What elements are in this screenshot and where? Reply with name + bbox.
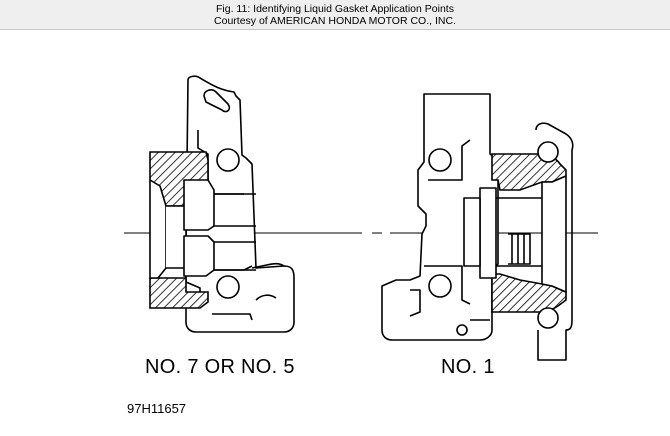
right-lower-bolt xyxy=(537,307,559,329)
left-lower-bore xyxy=(216,275,240,299)
right-view-label: NO. 1 xyxy=(441,356,495,378)
left-upper-bore xyxy=(216,148,240,172)
gasket-diagram: NO. 7 OR NO. 5 NO. 1 97H11657 xyxy=(0,30,670,436)
left-cap xyxy=(149,179,256,279)
figure-title: Fig. 11: Identifying Liquid Gasket Appli… xyxy=(216,3,454,15)
right-view xyxy=(381,93,574,361)
left-view-label: NO. 7 OR NO. 5 xyxy=(145,356,295,378)
right-housing xyxy=(381,93,499,341)
right-upper-bolt xyxy=(537,141,559,163)
right-oil-seal xyxy=(479,187,497,279)
figure-caption: Fig. 11: Identifying Liquid Gasket Appli… xyxy=(0,0,670,30)
right-mount-bracket xyxy=(535,122,574,361)
right-oil-hole xyxy=(456,324,468,336)
figure-credit: Courtesy of AMERICAN HONDA MOTOR CO., IN… xyxy=(214,15,456,27)
gasket-drawing xyxy=(124,75,598,361)
figure-code: 97H11657 xyxy=(127,401,187,416)
right-lower-bore xyxy=(428,274,452,298)
right-upper-bore xyxy=(428,148,452,172)
right-gasket-areas xyxy=(491,153,567,313)
left-oil-seal xyxy=(183,179,215,231)
left-slot xyxy=(203,89,231,113)
left-gasket-bottom xyxy=(149,277,209,309)
right-cap xyxy=(463,141,567,329)
